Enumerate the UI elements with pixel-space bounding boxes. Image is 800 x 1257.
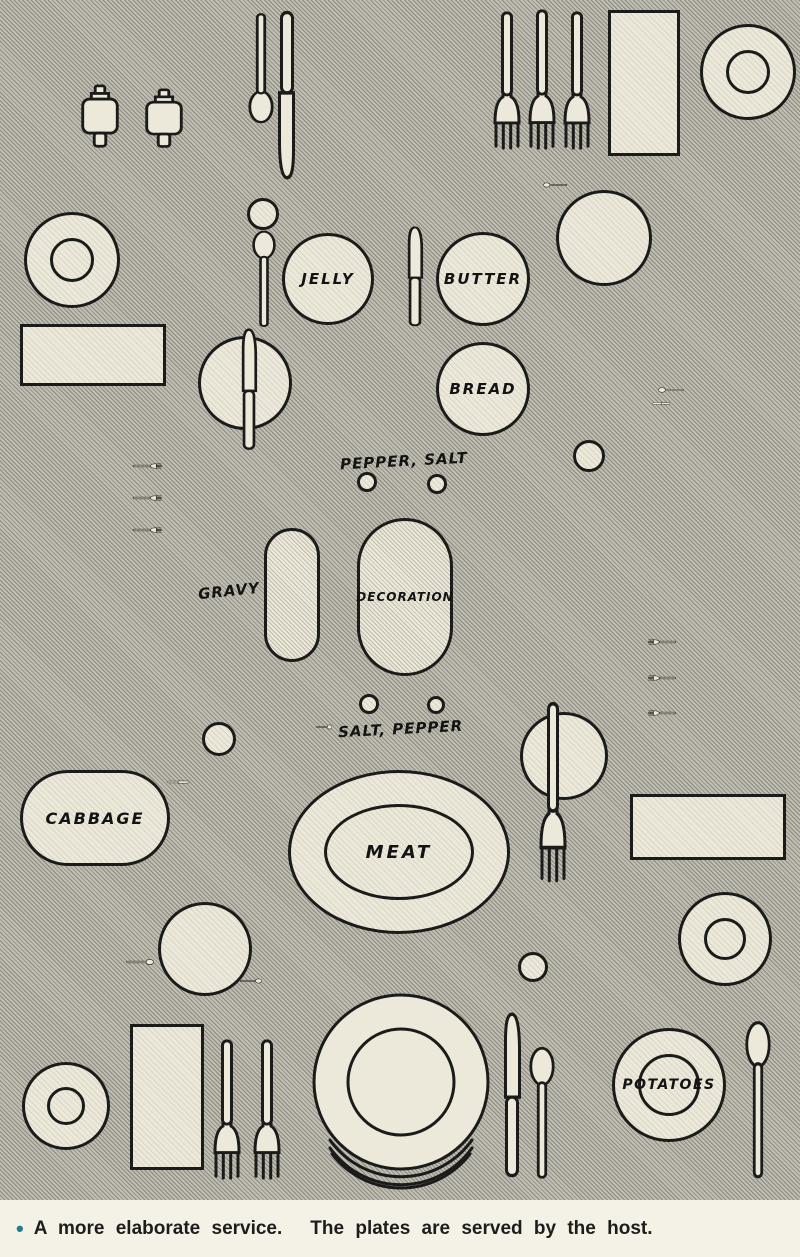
bread-label: BREAD (449, 380, 517, 398)
decoration-label: DECORATION (356, 590, 454, 604)
plate (700, 24, 796, 120)
fork-icon (648, 755, 790, 783)
fork-icon (14, 460, 162, 488)
butter-dish: BUTTER (436, 232, 530, 326)
fork-icon (252, 1038, 282, 1180)
plate-center (47, 1087, 85, 1125)
potatoes-dish: POTATOES (612, 1028, 726, 1142)
fork-icon (648, 720, 790, 748)
glass-circle (202, 722, 236, 756)
knife-icon (14, 692, 190, 716)
bread-plate: BREAD (436, 342, 530, 436)
salt-pepper-label: SALT, PEPPER (337, 716, 464, 742)
caption-text-1: A more elaborate service. (33, 1217, 283, 1239)
napkin (20, 324, 166, 386)
shaker-dot (427, 696, 445, 714)
meat-platter-inner (324, 804, 474, 900)
jelly-label: JELLY (301, 270, 355, 288)
plate-center (726, 50, 770, 94)
glass-circle (573, 440, 605, 472)
glass-circle (518, 952, 548, 982)
meat-label: MEAT (365, 841, 433, 863)
plate (520, 712, 608, 800)
shaker-dot (427, 474, 447, 494)
shaker-dot (359, 694, 379, 714)
caption-text-2: The plates are served by the host. (310, 1217, 653, 1239)
spoon-icon (744, 1020, 772, 1180)
spoon-icon (150, 916, 262, 942)
fork-icon (527, 8, 557, 150)
gravy-boat (264, 528, 320, 662)
plate (158, 902, 252, 996)
shaker-dot (357, 472, 377, 492)
plate-center (704, 918, 746, 960)
napkin (630, 794, 786, 860)
spoon-icon (250, 662, 332, 688)
fork-icon (648, 684, 790, 712)
knife-icon (240, 328, 258, 452)
spoon-icon (528, 1046, 556, 1180)
potatoes-label: POTATOES (622, 1077, 716, 1093)
plate-stack (312, 993, 490, 1190)
spoon-icon (247, 12, 275, 124)
fork-icon (14, 396, 162, 424)
salt-shaker-icon (76, 84, 124, 150)
knife-icon (406, 226, 424, 328)
fork-icon (562, 10, 592, 150)
fork-icon (492, 10, 522, 150)
table-setting-diagram: JELLY BUTTER BREAD PEPPER, SALT GRAVY DE… (0, 0, 800, 1200)
meat-platter: MEAT (288, 770, 510, 934)
napkin (608, 10, 680, 156)
caption: • A more elaborate service. The plates a… (0, 1200, 800, 1257)
knife-icon (277, 8, 297, 180)
napkin (130, 1024, 204, 1170)
knife-icon (502, 1012, 522, 1180)
jelly-dish: JELLY (282, 233, 374, 325)
gravy-label: GRAVY (197, 578, 261, 604)
plate (22, 1062, 110, 1150)
plate-center (638, 1054, 700, 1116)
plate (556, 190, 652, 286)
spoon-icon (543, 224, 665, 250)
cup-circle (50, 238, 94, 282)
butter-label: BUTTER (443, 270, 523, 288)
fork-icon (14, 428, 162, 456)
caption-bullet: • (16, 1215, 24, 1241)
decoration-dish: DECORATION (356, 518, 454, 676)
pepper-salt-label: PEPPER, SALT (339, 448, 469, 474)
cabbage-label: CABBAGE (45, 808, 145, 828)
fork-icon (538, 700, 568, 883)
spoon-icon (658, 432, 788, 460)
glass-circle (247, 198, 279, 230)
spoon-icon (14, 726, 150, 756)
spoon-icon (251, 230, 277, 328)
plate (24, 212, 120, 308)
pepper-shaker-icon (140, 88, 188, 150)
plate (678, 892, 772, 986)
cabbage-dish: CABBAGE (20, 770, 170, 866)
spoon-icon (14, 882, 154, 914)
fork-icon (212, 1038, 242, 1180)
knife-icon (652, 464, 790, 486)
